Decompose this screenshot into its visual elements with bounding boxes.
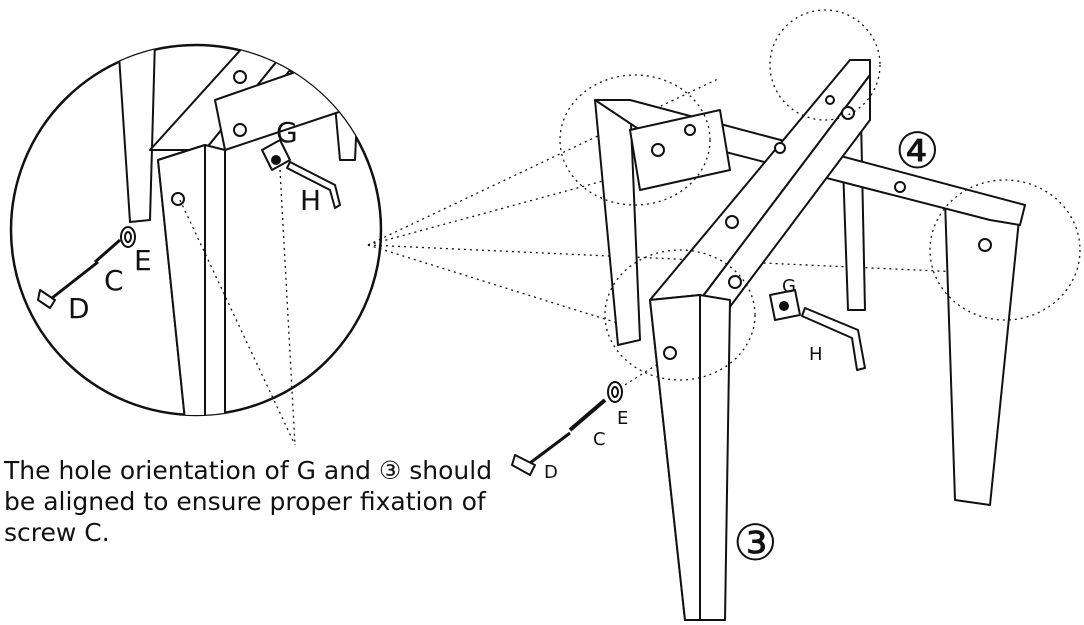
part-3-number: ③ <box>733 514 778 572</box>
highlight-circles <box>559 9 1081 381</box>
label-h-main: H <box>809 344 823 365</box>
label-c-main: C <box>593 429 606 450</box>
label-e-detail: E <box>134 244 152 277</box>
label-e-main: E <box>617 408 628 429</box>
label-d-detail: D <box>68 292 90 325</box>
label-g-detail: G <box>276 116 298 149</box>
part-4-number: ④ <box>895 122 940 180</box>
detail-magnifier <box>9 43 383 417</box>
label-g-main: G <box>782 276 796 297</box>
alignment-note: The hole orientation of G and ③ should b… <box>4 456 493 547</box>
label-h-detail: H <box>300 184 321 217</box>
table-frame <box>511 59 1026 621</box>
label-d-main: D <box>544 462 558 483</box>
label-c-detail: C <box>104 264 124 297</box>
